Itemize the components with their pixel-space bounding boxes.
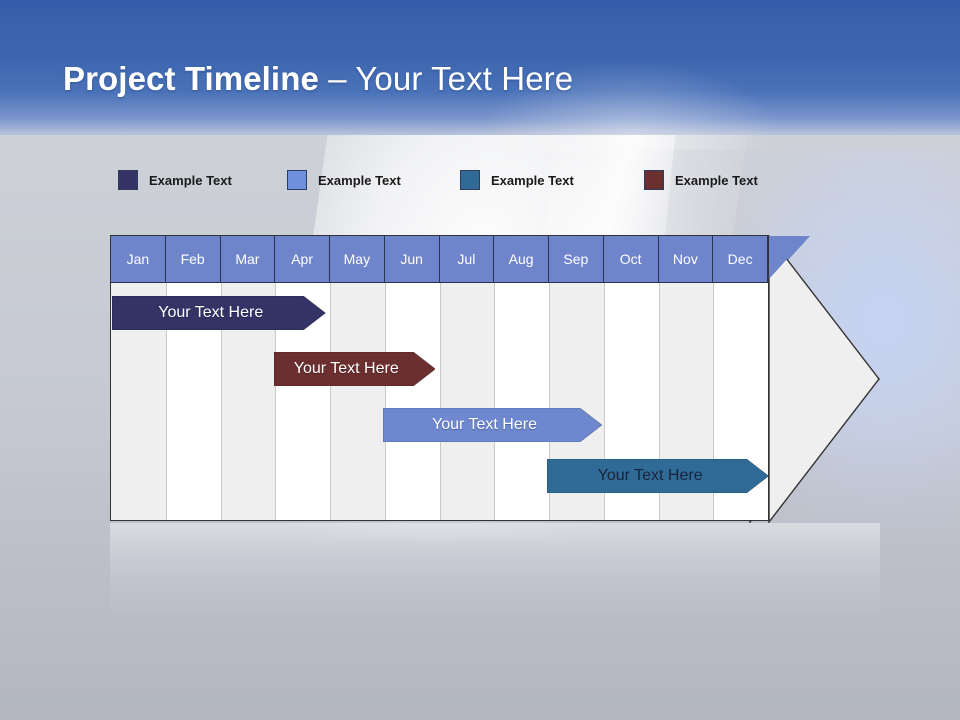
month-header-cell[interactable]: Aug (494, 236, 549, 282)
legend-swatch-icon (644, 170, 664, 190)
timeline-column (165, 236, 221, 520)
column-divider (658, 236, 660, 520)
task-bar-shape (383, 408, 602, 442)
column-divider (220, 236, 222, 520)
task-bar-shape (547, 459, 769, 493)
header-underline (111, 282, 768, 283)
legend-item-label: Example Text (318, 172, 401, 188)
legend-swatch-icon (118, 170, 138, 190)
page-title: Project Timeline – Your Text Here (63, 60, 573, 98)
timeline-task-bar[interactable]: Your Text Here (273, 352, 435, 386)
legend-swatch-icon (460, 170, 480, 190)
timeline-column (111, 236, 166, 520)
timeline-column (494, 236, 549, 520)
legend-item-label: Example Text (149, 172, 232, 188)
month-header-cell[interactable]: Apr (275, 236, 330, 282)
month-header-cell[interactable]: Dec (713, 236, 768, 282)
column-divider (439, 236, 441, 520)
page-title-light: Your Text Here (355, 60, 574, 97)
legend-item[interactable]: Example Text (460, 170, 574, 190)
legend-swatch-icon (287, 170, 307, 190)
month-header-cell[interactable]: May (330, 236, 385, 282)
column-divider (165, 236, 167, 520)
column-divider (713, 236, 715, 520)
legend-item[interactable]: Example Text (644, 170, 758, 190)
task-bar-shape (112, 296, 326, 330)
column-divider (603, 236, 605, 520)
timeline-task-bar[interactable]: Your Text Here (547, 459, 769, 493)
timeline-column (220, 236, 276, 520)
month-header-cell[interactable]: Jan (111, 236, 166, 282)
legend-item[interactable]: Example Text (118, 170, 232, 190)
legend-item[interactable]: Example Text (287, 170, 401, 190)
month-header-cell[interactable]: Feb (165, 236, 221, 282)
legend-item-label: Example Text (675, 172, 758, 188)
month-header-cell[interactable]: Nov (658, 236, 714, 282)
legend: Example Text Example Text Example Text Exam… (110, 170, 810, 194)
column-divider (494, 236, 496, 520)
page-title-bold: Project Timeline (63, 60, 319, 97)
task-bar-shape (273, 352, 435, 386)
month-header-cell[interactable]: Jul (439, 236, 495, 282)
timeline-task-bar[interactable]: Your Text Here (112, 296, 326, 330)
page-title-separator: – (318, 60, 356, 97)
month-header-cell[interactable]: Sep (549, 236, 604, 282)
column-divider (549, 236, 550, 520)
timeline-task-bar[interactable]: Your Text Here (383, 408, 602, 442)
month-header-cell[interactable]: Jun (384, 236, 440, 282)
timeline-column (439, 236, 495, 520)
month-header-cell[interactable]: Mar (220, 236, 276, 282)
month-header-cell[interactable]: Oct (603, 236, 659, 282)
legend-item-label: Example Text (491, 172, 574, 188)
